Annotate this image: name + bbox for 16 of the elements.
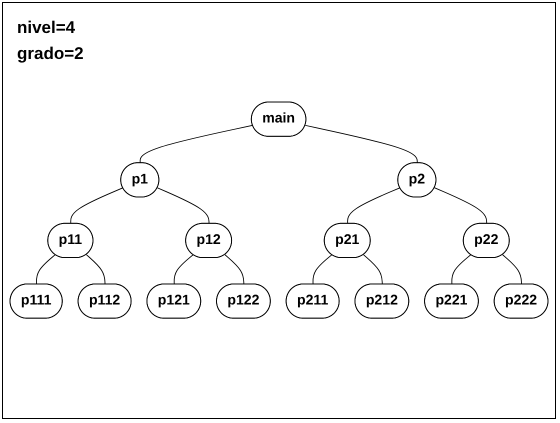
connector [312,254,332,286]
connector [157,188,210,225]
connector [363,254,383,286]
connector [174,254,194,286]
connector [224,254,244,286]
connector [140,125,254,164]
connector [434,188,488,225]
connector [70,188,124,225]
connector [86,254,106,286]
connector [304,125,418,164]
note-text: nivel=4 [17,17,76,39]
note-text: grado=2 [17,43,84,65]
connector [36,254,56,286]
connector [347,188,400,225]
connector [502,254,522,286]
connector [451,254,472,286]
